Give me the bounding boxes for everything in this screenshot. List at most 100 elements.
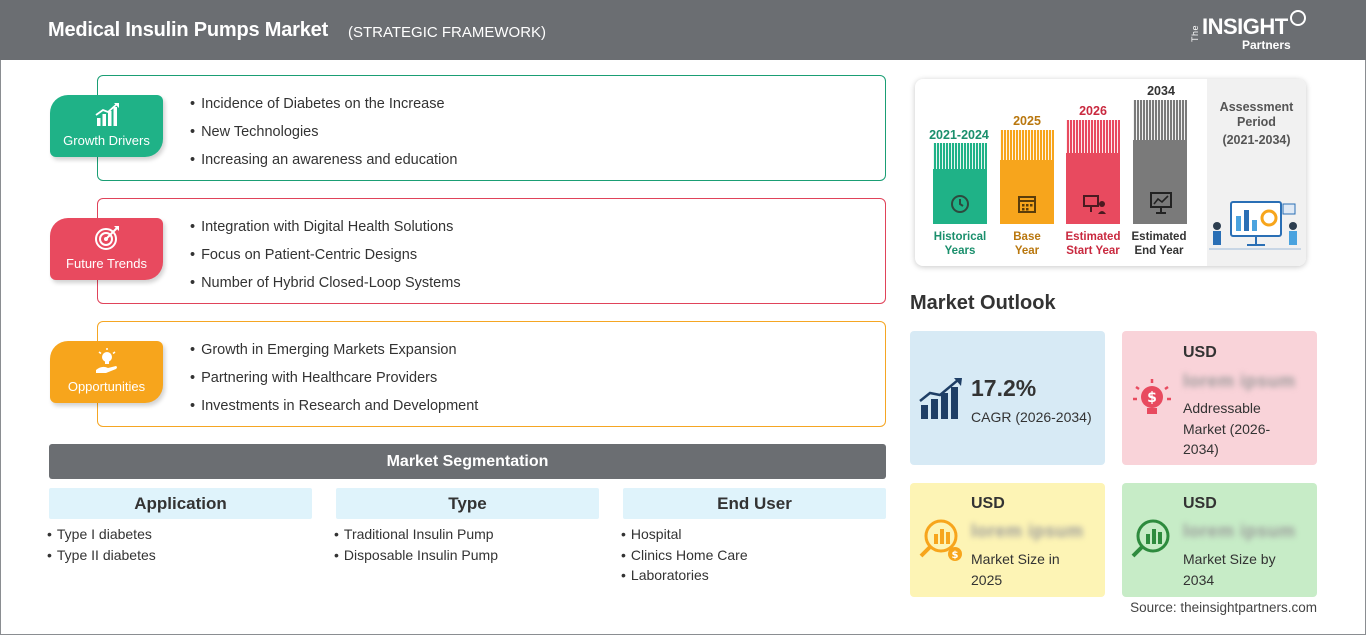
label-line: Addressable	[1183, 400, 1261, 416]
bar-year-end: 2034	[1147, 84, 1175, 98]
logo-partners: Partners	[1242, 38, 1291, 52]
bar-label-line: Base	[1013, 231, 1041, 243]
magnifier-coin-icon: $	[919, 519, 962, 561]
lightbulb-hand-icon	[96, 348, 117, 373]
growth-drivers-badge: Growth Drivers	[50, 95, 163, 157]
market-size-2034-label: Market Size by 2034	[1183, 549, 1276, 590]
bar-label-line: Year	[1014, 245, 1040, 257]
future-trends-label: Future Trends	[66, 256, 147, 271]
bar-growth-icon	[95, 103, 119, 126]
usd-label: USD	[1183, 344, 1217, 361]
list-item: Incidence of Diabetes on the Increase	[190, 94, 457, 122]
logo-the: The	[1190, 24, 1200, 42]
history-clock-icon	[951, 195, 969, 213]
type-list: Traditional Insulin Pump Disposable Insu…	[334, 525, 498, 566]
blurred-value: lorem ipsum	[1183, 371, 1296, 391]
analytics-illustration-icon	[1209, 201, 1301, 250]
logo-insight: INSIGHT	[1202, 14, 1288, 39]
assessment-period-panel: Assessment Period (2021-2034) 2021-2024 …	[915, 79, 1306, 266]
bar-label-line: Estimated	[1131, 231, 1187, 243]
market-size-2034-card: USD lorem ipsum Market Size by 2034	[1122, 483, 1317, 597]
growth-chart-icon	[919, 378, 962, 419]
target-icon	[95, 226, 119, 250]
segment-header-type: Type	[336, 488, 599, 519]
cagr-label: CAGR (2026-2034)	[971, 409, 1092, 425]
source-text: Source: theinsightpartners.com	[1130, 600, 1317, 615]
list-item: Disposable Insulin Pump	[334, 546, 498, 567]
list-item: Increasing an awareness and education	[190, 150, 457, 178]
label-line: 2034	[1183, 571, 1215, 588]
list-item: Type I diabetes	[47, 525, 156, 546]
bar-year-base: 2025	[1013, 114, 1041, 128]
magnifier-chart-icon	[1131, 519, 1170, 558]
label-line: Market (2026-	[1183, 420, 1271, 437]
list-item: Hospital	[621, 525, 748, 546]
usd-label: USD	[971, 495, 1005, 512]
label-line: Market Size in	[971, 551, 1060, 567]
company-logo[interactable]: The INSIGHT Partners	[1190, 8, 1320, 54]
bar-stripes	[933, 143, 987, 169]
assessment-range: (2021-2034)	[1222, 133, 1291, 147]
bar-stripes	[1000, 130, 1054, 160]
bar-label-line: Historical	[933, 231, 987, 243]
list-item: Partnering with Healthcare Providers	[190, 368, 478, 396]
list-item: Investments in Research and Development	[190, 396, 478, 424]
presentation-icon	[1083, 195, 1106, 214]
bar-label-start: Estimated Start Year	[1055, 230, 1131, 258]
list-item: Focus on Patient-Centric Designs	[190, 245, 461, 273]
monitor-chart-icon	[1150, 192, 1172, 214]
bar-label-historical: Historical Years	[922, 230, 998, 258]
calendar-icon	[1018, 196, 1036, 213]
growth-drivers-card: Incidence of Diabetes on the Increase Ne…	[97, 75, 886, 181]
bar-label-line: Start Year	[1066, 245, 1120, 257]
list-item: Integration with Digital Health Solution…	[190, 217, 461, 245]
bar-year-start: 2026	[1079, 104, 1107, 118]
usd-label: USD	[1183, 495, 1217, 512]
future-trends-card: Integration with Digital Health Solution…	[97, 198, 886, 304]
list-item: Traditional Insulin Pump	[334, 525, 498, 546]
dollar-bulb-icon: $	[1133, 379, 1171, 414]
opportunities-list: Growth in Emerging Markets Expansion Par…	[190, 340, 478, 424]
list-item: Type II diabetes	[47, 546, 156, 567]
label-line: Market Size by	[1183, 551, 1276, 567]
application-list: Type I diabetes Type II diabetes	[47, 525, 156, 566]
bar-year-historical: 2021-2024	[929, 128, 989, 142]
opportunities-badge: Opportunities	[50, 341, 163, 403]
end-user-list: Hospital Clinics Home Care Laboratories	[621, 525, 748, 587]
list-item: Number of Hybrid Closed-Loop Systems	[190, 273, 461, 301]
bar-label-base: Base Year	[989, 230, 1065, 258]
page-subtitle: (STRATEGIC FRAMEWORK)	[348, 24, 547, 41]
bar-label-line: Years	[944, 245, 976, 257]
blurred-value: lorem ipsum	[1183, 521, 1296, 541]
list-item: Clinics Home Care	[621, 546, 748, 567]
logo-ring-icon	[1290, 10, 1306, 26]
bar-solid	[1066, 153, 1120, 224]
segmentation-title: Market Segmentation	[49, 444, 886, 479]
addressable-market-label: Addressable Market (2026- 2034)	[1183, 398, 1270, 460]
bar-base	[1000, 130, 1054, 224]
label-line: 2025	[971, 571, 1003, 588]
opportunities-card: Growth in Emerging Markets Expansion Par…	[97, 321, 886, 427]
growth-drivers-label: Growth Drivers	[63, 133, 150, 148]
future-trends-badge: Future Trends	[50, 218, 163, 280]
bar-label-end: Estimated End Year	[1121, 230, 1197, 258]
page-title: Medical Insulin Pumps Market	[48, 19, 329, 41]
list-item: New Technologies	[190, 122, 457, 150]
market-outlook-title: Market Outlook	[910, 292, 1056, 314]
svg-text:$: $	[952, 550, 959, 561]
future-trends-list: Integration with Digital Health Solution…	[190, 217, 461, 301]
assessment-title: Assessment Period	[1219, 100, 1294, 129]
bar-stripes	[1133, 100, 1187, 140]
cagr-value: 17.2%	[971, 375, 1037, 401]
growth-drivers-list: Incidence of Diabetes on the Increase Ne…	[190, 94, 457, 178]
market-size-2025-label: Market Size in 2025	[971, 549, 1060, 590]
blurred-value: lorem ipsum	[971, 521, 1084, 541]
bar-label-line: Estimated	[1065, 231, 1121, 243]
svg-text:$: $	[1147, 390, 1157, 406]
list-item: Growth in Emerging Markets Expansion	[190, 340, 478, 368]
bar-solid	[1000, 160, 1054, 224]
bar-stripes	[1066, 120, 1120, 153]
bar-historical	[933, 143, 987, 224]
opportunities-label: Opportunities	[67, 379, 146, 394]
bar-label-line: End Year	[1134, 245, 1184, 257]
